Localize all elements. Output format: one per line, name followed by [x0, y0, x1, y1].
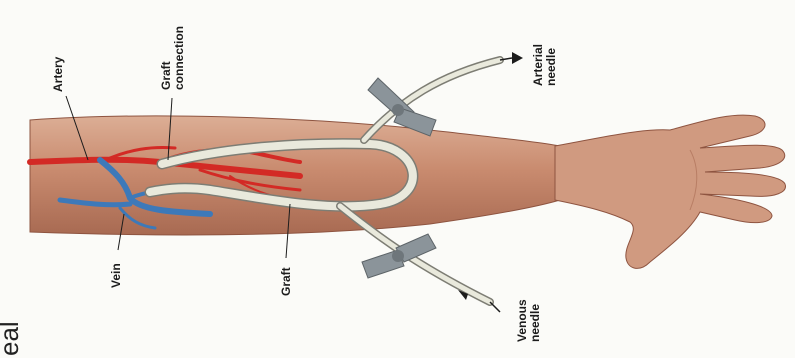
venous-needle-wings [362, 234, 436, 278]
label-venous-needle: Venous needle [516, 299, 542, 342]
label-vein: Vein [110, 263, 123, 288]
label-arterial-needle: Arterial needle [532, 44, 558, 86]
cropped-edge-text: eal [0, 321, 25, 356]
hand [555, 115, 785, 268]
arrow-icon [512, 52, 523, 64]
label-artery: Artery [52, 57, 65, 92]
label-graft: Graft [280, 267, 293, 296]
label-graft-connection: Graft connection [160, 26, 186, 90]
